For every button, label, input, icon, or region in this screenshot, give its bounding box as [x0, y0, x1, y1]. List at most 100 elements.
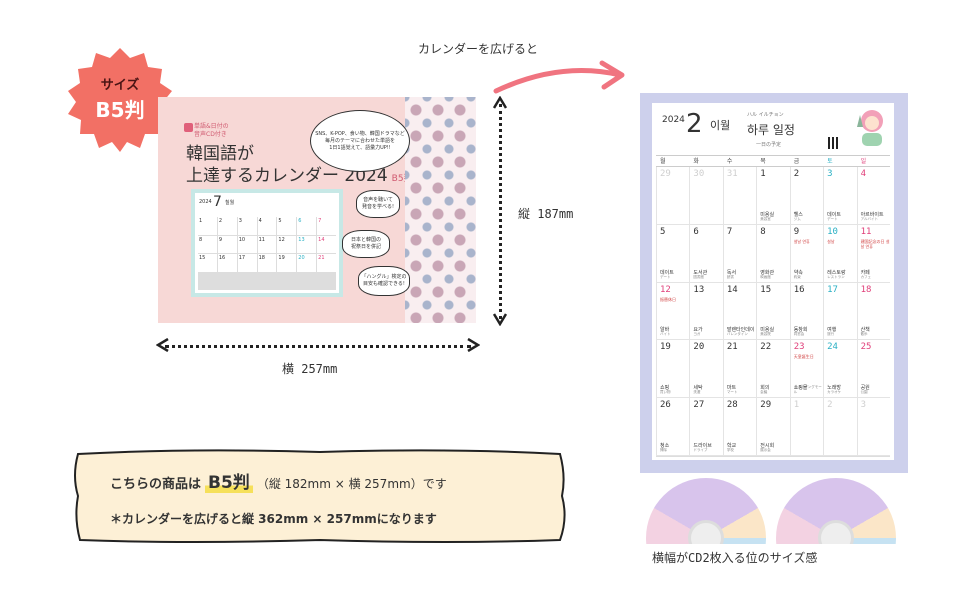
calendar-month: 2 — [686, 109, 703, 139]
brand-text: 単語&日付の 音声CD付き — [194, 123, 229, 139]
korean-word: 회의 — [760, 385, 770, 392]
japanese-meaning: 旅行 — [827, 332, 835, 337]
girl-illustration-icon — [857, 110, 883, 146]
japanese-meaning: ヨガ — [693, 332, 701, 337]
mini-day: 17 — [237, 254, 257, 272]
mini-day: 1 — [198, 217, 217, 235]
japanese-meaning: 買い物 — [660, 390, 671, 395]
cd-icon — [184, 123, 193, 132]
day-number: 24 — [827, 342, 838, 353]
korean-word: 도서관 — [693, 269, 708, 276]
mini-year: 2024 — [199, 199, 212, 205]
korean-word: 학교 — [726, 442, 737, 449]
bubble-bottom-text: 「ハングル」検定の 目安も確認できる! — [361, 274, 407, 287]
day-number: 20 — [693, 342, 705, 353]
day-number: 9 — [793, 226, 800, 237]
holiday-note: 建国記念の日 설날 연휴 — [860, 238, 890, 249]
badge-shape — [68, 48, 172, 152]
japanese-meaning: 公園 — [860, 390, 868, 395]
arrow-left-icon — [156, 338, 169, 352]
day-number: 29 — [660, 169, 671, 179]
japanese-meaning: 掃除 — [660, 447, 667, 452]
day-number: 31 — [726, 169, 738, 179]
mini-day: 14 — [317, 235, 336, 253]
weekday-label: 금 — [793, 158, 800, 165]
japanese-meaning: マート — [726, 390, 738, 395]
mini-day: 18 — [257, 254, 277, 272]
day-number: 6 — [693, 226, 699, 237]
mini-day: 3 — [237, 217, 257, 235]
mini-day: 5 — [277, 217, 297, 235]
japanese-meaning: カラオケ — [827, 390, 842, 395]
korean-word: 약속 — [793, 269, 803, 276]
day-number: 25 — [860, 342, 872, 353]
day-number: 28 — [726, 400, 738, 411]
korean-word: 독서 — [726, 269, 737, 276]
cd-hub-1 — [688, 520, 724, 544]
mini-day: 7 — [317, 217, 336, 235]
weekday-label: 토 — [827, 158, 833, 165]
weekday-label: 화 — [693, 158, 699, 165]
day-number: 29 — [760, 400, 772, 411]
korean-word: 청소 — [660, 442, 670, 449]
japanese-meaning: ジム — [793, 216, 801, 221]
holiday-note: 설날 연휴 — [793, 238, 810, 244]
korean-word: 전시회 — [760, 442, 775, 449]
mini-day: 2 — [217, 217, 237, 235]
day-number: 8 — [760, 226, 766, 237]
badge-size: B5判 — [95, 98, 145, 122]
korean-word: 공원 — [860, 385, 870, 392]
japanese-meaning: アルバイト — [860, 216, 879, 221]
calendar-title-reading: ハル イルチョン — [747, 112, 784, 118]
day-number: 30 — [693, 169, 705, 179]
info-size: B5判 — [205, 473, 253, 493]
info-box-frame — [74, 449, 566, 543]
day-number: 7 — [726, 226, 733, 237]
calendar-day-cell: 1 — [789, 398, 824, 456]
calendar-year: 2024 — [662, 115, 685, 125]
holiday-note: 振替休日 — [660, 296, 676, 302]
bubble-top: SNS、K-POP、食い物、韓国ドラマなど 毎月のテーマに合わせた単語を 1日1… — [310, 110, 410, 172]
size-badge: サイズ B5判 — [64, 44, 176, 156]
day-number: 1 — [793, 400, 800, 411]
korean-word: 발렌타인데이 — [726, 327, 755, 334]
calendar-day-cell: 31 — [722, 167, 757, 225]
day-number: 23 — [793, 342, 805, 353]
cd-caption: 横幅がCD2枚入る位のサイズ感 — [652, 551, 818, 565]
japanese-meaning: バイト — [660, 332, 671, 337]
korean-word: 요가 — [693, 327, 703, 334]
calendar-day-cell: 29 — [656, 167, 690, 225]
brand-line-2: 音声CD付き — [194, 131, 227, 138]
japanese-meaning: 図書館 — [693, 274, 704, 279]
weekday-label: 일 — [860, 158, 867, 165]
korean-word: 드라이브 — [693, 442, 712, 449]
korean-word: 미용실 — [760, 211, 775, 218]
day-number: 2 — [827, 400, 833, 411]
day-number: 12 — [660, 284, 671, 295]
japanese-meaning: 同窓会 — [793, 332, 805, 337]
mini-month-ko: 칠월 — [225, 200, 235, 206]
bubble-mid-1-text: 音声を聴いて 発音を学べる! — [361, 197, 394, 210]
cover-title-line-1: 韓国語が — [186, 144, 254, 164]
japanese-meaning: バレンタイン — [726, 332, 748, 337]
korean-word: 마트 — [726, 385, 737, 392]
korean-word: 헬스 — [793, 211, 803, 218]
